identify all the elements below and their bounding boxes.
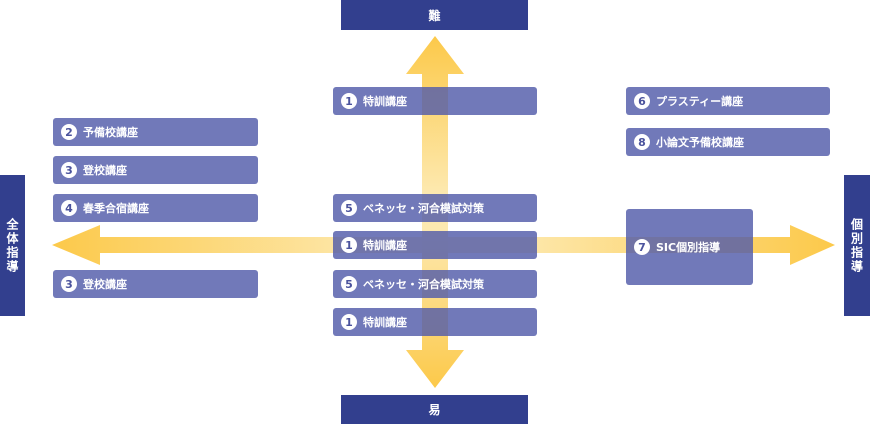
course-1-center: 1 特訓講座	[333, 231, 537, 259]
course-label: 予備校講座	[83, 126, 138, 139]
course-5-upper: 5 ベネッセ・河合模試対策	[333, 194, 537, 222]
course-1-bottom: 1 特訓講座	[333, 308, 537, 336]
course-label: 小論文予備校講座	[656, 136, 744, 149]
number-badge: 3	[61, 276, 77, 292]
course-3-upper: 3 登校講座	[53, 156, 258, 184]
course-label: 春季合宿講座	[83, 202, 149, 215]
course-label: プラスティー講座	[656, 95, 744, 108]
course-label: SIC個別指導	[656, 241, 721, 254]
course-4: 4 春季合宿講座	[53, 194, 258, 222]
course-7: 7 SIC個別指導	[626, 209, 753, 285]
course-label: 登校講座	[83, 278, 127, 291]
difficulty-hard-label: 難	[341, 0, 528, 30]
course-2: 2 予備校講座	[53, 118, 258, 146]
number-badge: 3	[61, 162, 77, 178]
group-instruction-label: 全体指導	[0, 175, 25, 316]
course-8: 8 小論文予備校講座	[626, 128, 830, 156]
number-badge: 1	[341, 237, 357, 253]
number-badge: 5	[341, 200, 357, 216]
number-badge: 5	[341, 276, 357, 292]
course-1-top: 1 特訓講座	[333, 87, 537, 115]
course-label: 特訓講座	[363, 95, 407, 108]
course-label: 登校講座	[83, 164, 127, 177]
course-6: 6 プラスティー講座	[626, 87, 830, 115]
course-5-lower: 5 ベネッセ・河合模試対策	[333, 270, 537, 298]
number-badge: 2	[61, 124, 77, 140]
number-badge: 4	[61, 200, 77, 216]
difficulty-easy-label: 易	[341, 395, 528, 424]
course-label: ベネッセ・河合模試対策	[363, 278, 484, 291]
individual-instruction-label: 個別指導	[844, 175, 870, 316]
number-badge: 7	[634, 239, 650, 255]
number-badge: 8	[634, 134, 650, 150]
number-badge: 1	[341, 314, 357, 330]
number-badge: 1	[341, 93, 357, 109]
course-label: 特訓講座	[363, 316, 407, 329]
number-badge: 6	[634, 93, 650, 109]
course-label: 特訓講座	[363, 239, 407, 252]
course-label: ベネッセ・河合模試対策	[363, 202, 484, 215]
course-3-lower: 3 登校講座	[53, 270, 258, 298]
